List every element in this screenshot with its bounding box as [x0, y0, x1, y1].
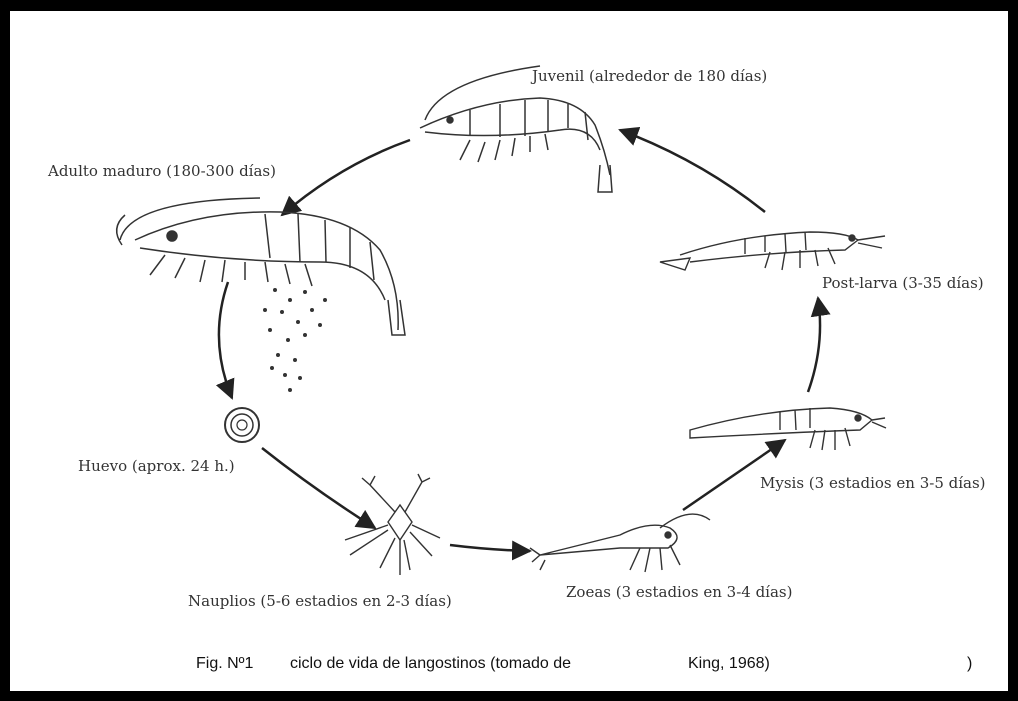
label-adulto: Adulto maduro (180-300 días)	[48, 162, 276, 180]
label-postlarva: Post-larva (3-35 días)	[822, 274, 984, 292]
label-huevo: Huevo (aprox. 24 h.)	[78, 457, 235, 475]
label-juvenil: Juvenil (alrededor de 180 días)	[532, 67, 767, 85]
arrow-mysis-to-postlarva	[808, 298, 820, 392]
arrow-nauplios-to-zoeas	[450, 545, 530, 551]
caption-trailing: )	[967, 655, 972, 673]
label-nauplios: Nauplios (5-6 estadios en 2-3 días)	[188, 592, 452, 610]
postlarva-shrimp	[660, 232, 885, 270]
arrow-juvenil-to-adulto	[282, 140, 410, 215]
huevo-egg	[225, 408, 259, 442]
caption-fig-number: Fig. Nº1	[196, 655, 253, 673]
label-zoeas: Zoeas (3 estadios en 3-4 días)	[566, 583, 792, 601]
nauplios-larva	[345, 474, 440, 575]
arrow-adulto-to-huevo	[219, 282, 232, 398]
arrow-huevo-to-nauplios	[262, 448, 375, 528]
adulto-shrimp	[117, 198, 405, 335]
cycle-arrows	[219, 130, 820, 551]
mysis-larva	[690, 408, 886, 450]
caption-source: King, 1968)	[688, 655, 770, 673]
zoeas-larva	[530, 514, 710, 572]
caption-text: ciclo de vida de langostinos (tomado de	[290, 655, 571, 673]
arrow-postlarva-to-juvenil	[620, 130, 765, 212]
label-mysis: Mysis (3 estadios en 3-5 días)	[760, 474, 986, 492]
egg-dots	[263, 288, 327, 392]
